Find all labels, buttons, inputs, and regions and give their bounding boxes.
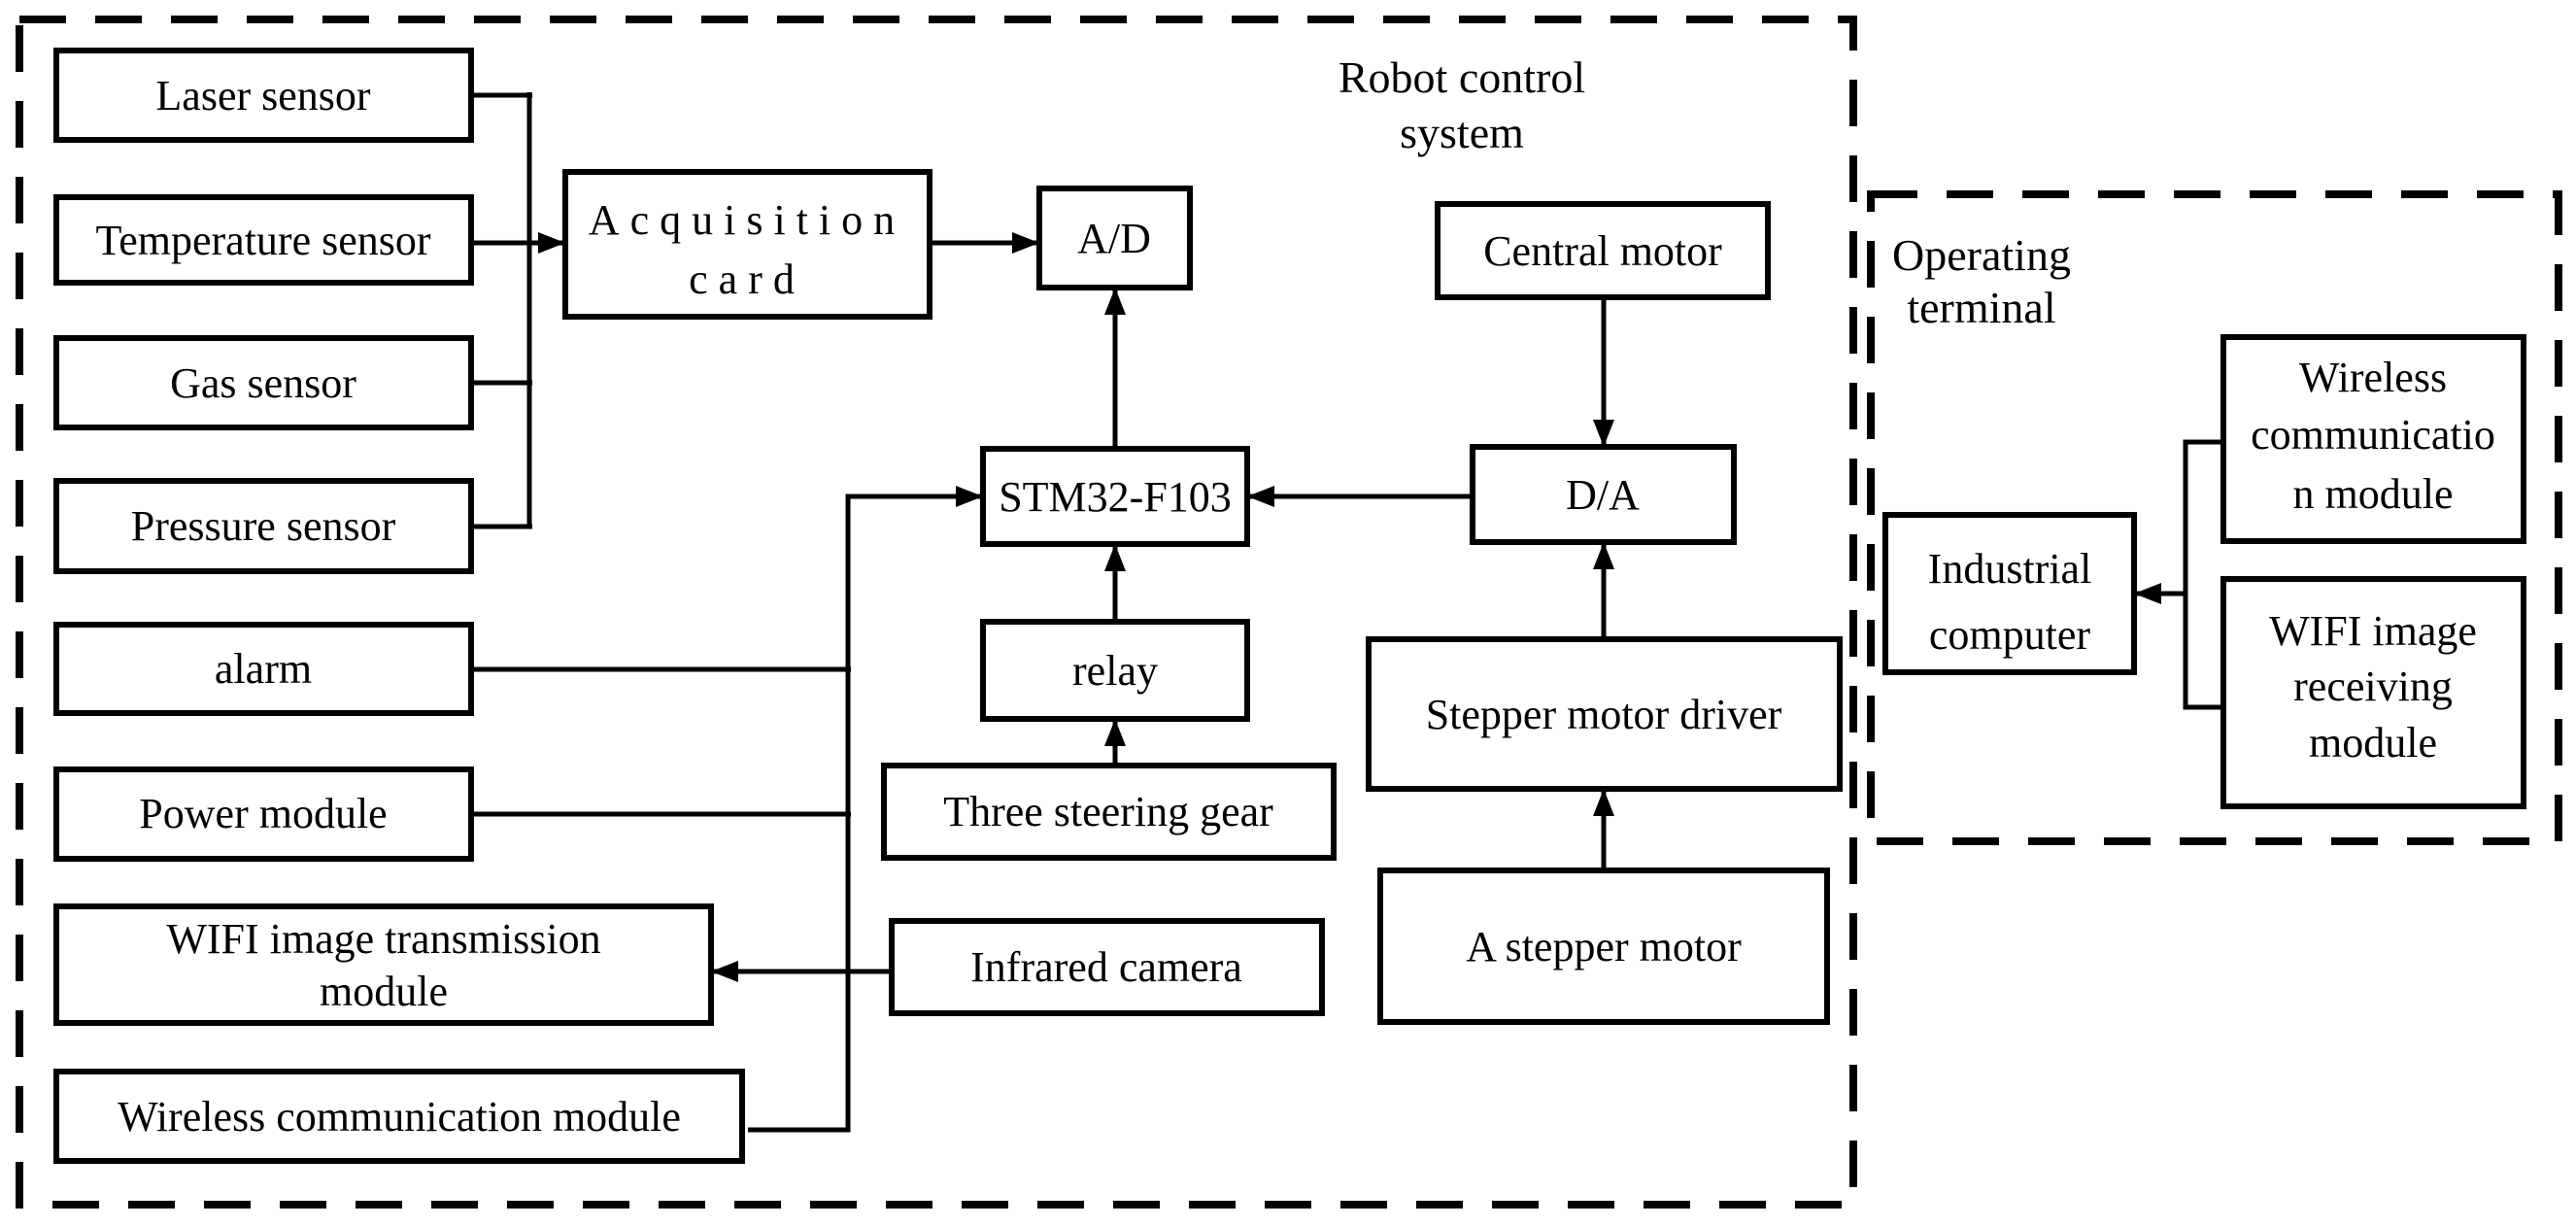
robot-control-system-title-line1: Robot control [1339, 52, 1585, 102]
label-stm32-f103: STM32-F103 [999, 473, 1232, 521]
label-acquisition-card-line1: Acquisition [589, 196, 905, 244]
label-three-steering-gear: Three steering gear [943, 788, 1273, 835]
label-laser-sensor: Laser sensor [155, 72, 370, 119]
node-stm32-f103 [980, 446, 1250, 547]
label-ad-converter: A/D [1077, 215, 1151, 262]
label-industrial-computer-line1: Industrial [1928, 545, 2092, 593]
node-a-stepper-motor [1377, 868, 1830, 1025]
label-infrared-camera: Infrared camera [970, 943, 1242, 991]
label-wifi-image-transmission-line2: module [320, 968, 448, 1015]
label-industrial-computer-line2: computer [1929, 611, 2091, 659]
label-temperature-sensor: Temperature sensor [95, 217, 430, 264]
operating-terminal-title-line1: Operating [1892, 230, 2071, 280]
node-relay [980, 619, 1250, 722]
node-temperature-sensor [53, 194, 474, 286]
node-ad-converter [1036, 186, 1193, 290]
label-wireless-right-line3: n module [2293, 470, 2454, 518]
label-wifi-image-receiving-line3: module [2309, 719, 2437, 766]
label-power-module: Power module [139, 790, 387, 837]
label-acquisition-card-line2: card [689, 255, 805, 303]
label-wireless-right-line1: Wireless [2299, 354, 2447, 401]
node-power-module [53, 766, 474, 862]
node-wireless-communication-module [53, 1069, 745, 1164]
label-wifi-image-receiving-line1: WIFI image [2269, 607, 2477, 655]
operating-terminal-title-line2: terminal [1907, 283, 2055, 332]
node-gas-sensor [53, 335, 474, 430]
edge-terminal-bracket [2183, 439, 2223, 710]
label-alarm: alarm [215, 645, 312, 693]
node-laser-sensor [53, 48, 474, 143]
label-wifi-image-transmission-line1: WIFI image transmission [166, 915, 600, 963]
robot-control-system-title-line2: system [1400, 108, 1524, 157]
label-gas-sensor: Gas sensor [170, 359, 356, 407]
label-pressure-sensor: Pressure sensor [131, 502, 396, 550]
node-stepper-motor-driver [1366, 636, 1843, 792]
label-da-converter: D/A [1566, 471, 1640, 519]
node-wireless-communication-module-right [2220, 334, 2526, 544]
node-central-motor [1435, 201, 1771, 300]
label-stepper-motor-driver: Stepper motor driver [1426, 691, 1782, 738]
label-a-stepper-motor: A stepper motor [1466, 923, 1742, 971]
node-industrial-computer [1882, 512, 2137, 675]
node-alarm [53, 622, 474, 716]
label-wireless-right-line2: communicatio [2251, 411, 2495, 459]
node-wifi-image-receiving-module [2220, 576, 2526, 809]
node-acquisition-card [562, 169, 932, 320]
robot-control-system-boundary [16, 16, 1857, 1209]
node-pressure-sensor [53, 478, 474, 574]
label-wifi-image-receiving-line2: receiving [2293, 663, 2453, 710]
node-wifi-image-transmission-module [53, 903, 714, 1026]
label-central-motor: Central motor [1483, 227, 1722, 275]
node-three-steering-gear [881, 763, 1337, 861]
node-infrared-camera [889, 918, 1325, 1016]
label-relay: relay [1072, 647, 1158, 695]
node-da-converter [1470, 444, 1737, 545]
operating-terminal-boundary [1867, 190, 2562, 845]
label-wireless-communication-module: Wireless communication module [118, 1093, 681, 1141]
